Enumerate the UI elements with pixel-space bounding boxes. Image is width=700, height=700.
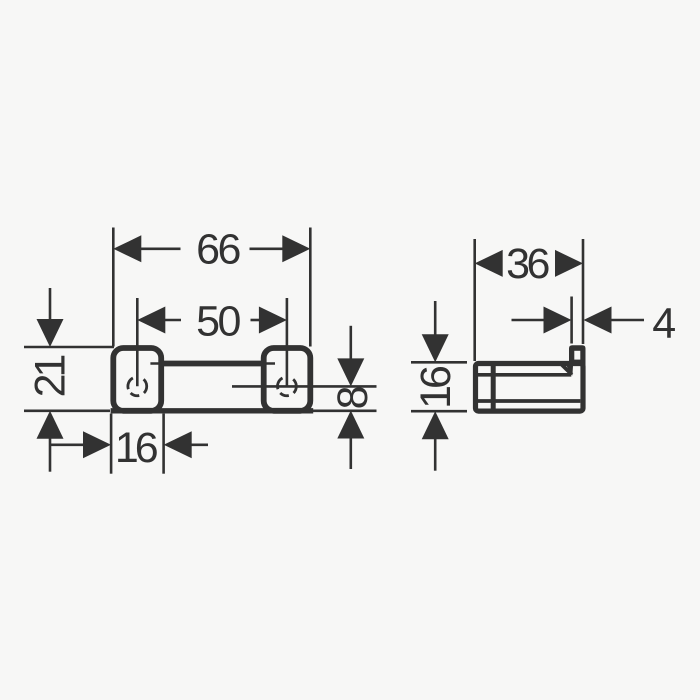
svg-text:36: 36 [506, 240, 549, 288]
svg-text:16: 16 [412, 366, 460, 409]
svg-text:16: 16 [115, 424, 158, 472]
svg-text:21: 21 [27, 356, 75, 398]
svg-text:4: 4 [652, 300, 675, 348]
svg-text:8: 8 [329, 386, 377, 409]
svg-text:50: 50 [196, 297, 240, 345]
svg-text:66: 66 [196, 226, 240, 274]
